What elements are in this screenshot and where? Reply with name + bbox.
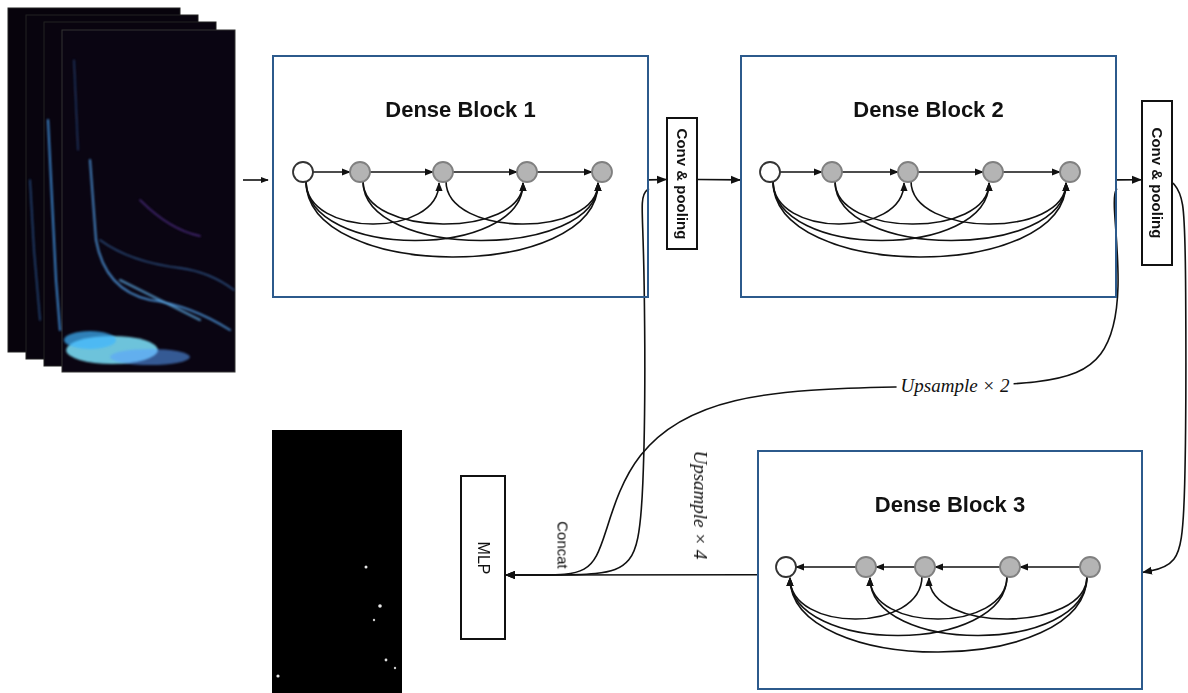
box-label: Conv & pooling [1149, 128, 1166, 239]
arrow-connector [506, 189, 649, 575]
dense-connections [742, 57, 1115, 296]
box-label: MLP [474, 541, 492, 574]
arrow-connector [698, 179, 740, 181]
conv-pooling-box: Conv & pooling [1141, 100, 1173, 266]
block-title: Dense Block 2 [742, 97, 1115, 123]
block-title: Dense Block 3 [759, 492, 1141, 518]
block-title: Dense Block 1 [274, 97, 647, 123]
input-spectrogram [8, 8, 235, 372]
dense-connections [759, 452, 1141, 688]
arrow-connector [649, 179, 666, 181]
output-map [272, 430, 402, 693]
dense-block: Dense Block 3 [757, 450, 1143, 690]
box-label: Conv & pooling [674, 128, 691, 239]
dense-block: Dense Block 1 [272, 55, 649, 298]
junction-label: Concat [555, 519, 572, 571]
edge-label: Upsample × 4 [689, 447, 711, 564]
conv-pooling-box: Conv & pooling [666, 117, 698, 250]
mlp-box: MLP [460, 475, 506, 640]
dense-block: Dense Block 2 [740, 55, 1117, 298]
arrow-connector [506, 189, 1118, 575]
edge-label: Upsample × 2 [897, 375, 1014, 397]
input-arrow [243, 179, 268, 181]
arrow-connector [1117, 179, 1141, 181]
dense-connections [274, 57, 647, 296]
